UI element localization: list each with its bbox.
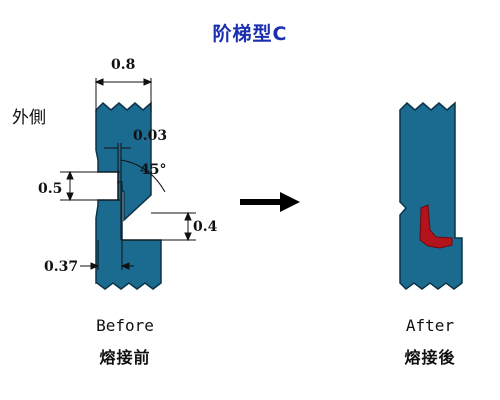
after-caption-cn: 熔接後 — [404, 348, 456, 367]
dimension-lines — [60, 78, 196, 270]
before-caption: Before — [96, 316, 154, 335]
before-caption-cn: 熔接前 — [99, 348, 151, 367]
step-dimension: 0.5 — [38, 181, 63, 197]
weld-bead — [419, 204, 453, 249]
after-welded-part — [399, 101, 463, 290]
transition-arrow — [240, 192, 300, 212]
outer-side-label: 外側 — [12, 108, 46, 128]
before-chamfer-gap — [124, 197, 186, 238]
before-upper-part — [95, 101, 152, 222]
gap-dimension: 0.03 — [133, 128, 168, 144]
angle-dimension: 45° — [140, 162, 167, 178]
diagram-title: 阶梯型C — [212, 23, 288, 45]
after-caption: After — [405, 316, 455, 335]
offset-dimension: 0.37 — [44, 259, 79, 275]
depth-dimension: 0.4 — [193, 219, 218, 235]
width-dimension: 0.8 — [111, 57, 136, 73]
